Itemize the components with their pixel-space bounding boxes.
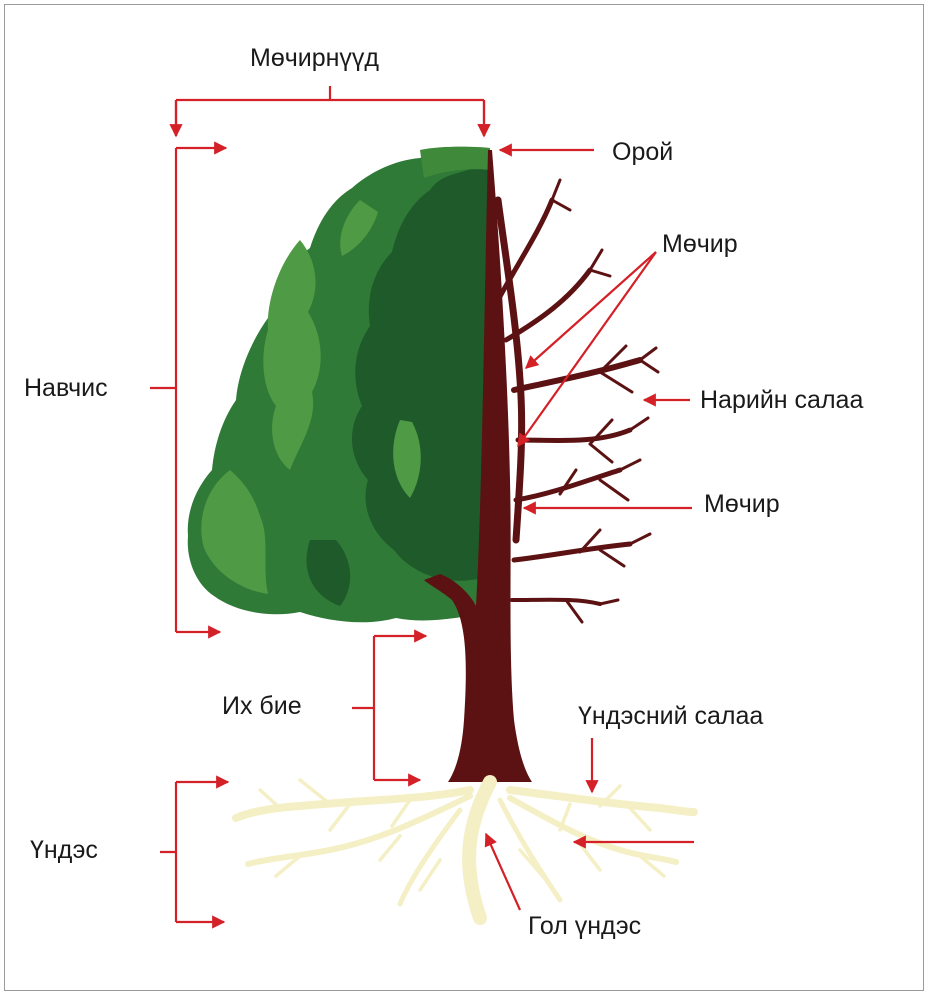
label-branch-lower: Мөчир	[704, 492, 780, 517]
label-branch-upper: Мөчир	[662, 232, 738, 257]
foliage-crown	[188, 147, 490, 623]
root-system	[236, 780, 694, 918]
trunk-bracket	[352, 636, 374, 780]
label-branches: Мөчирнүүд	[250, 46, 379, 71]
label-trunk: Их бие	[222, 694, 302, 719]
label-root-branches: Үндэсний салаа	[578, 704, 763, 729]
label-crown: Навчис	[24, 376, 108, 401]
branches-bracket	[176, 86, 484, 136]
bare-branches	[498, 180, 658, 622]
crown-bracket	[150, 148, 176, 632]
label-top: Орой	[612, 140, 673, 165]
roots-bracket	[160, 782, 176, 922]
label-roots: Үндэс	[30, 838, 98, 863]
label-taproot: Гол үндэс	[528, 914, 641, 939]
label-twigs: Нарийн салаа	[700, 388, 863, 413]
taproot-arrow	[486, 834, 520, 910]
